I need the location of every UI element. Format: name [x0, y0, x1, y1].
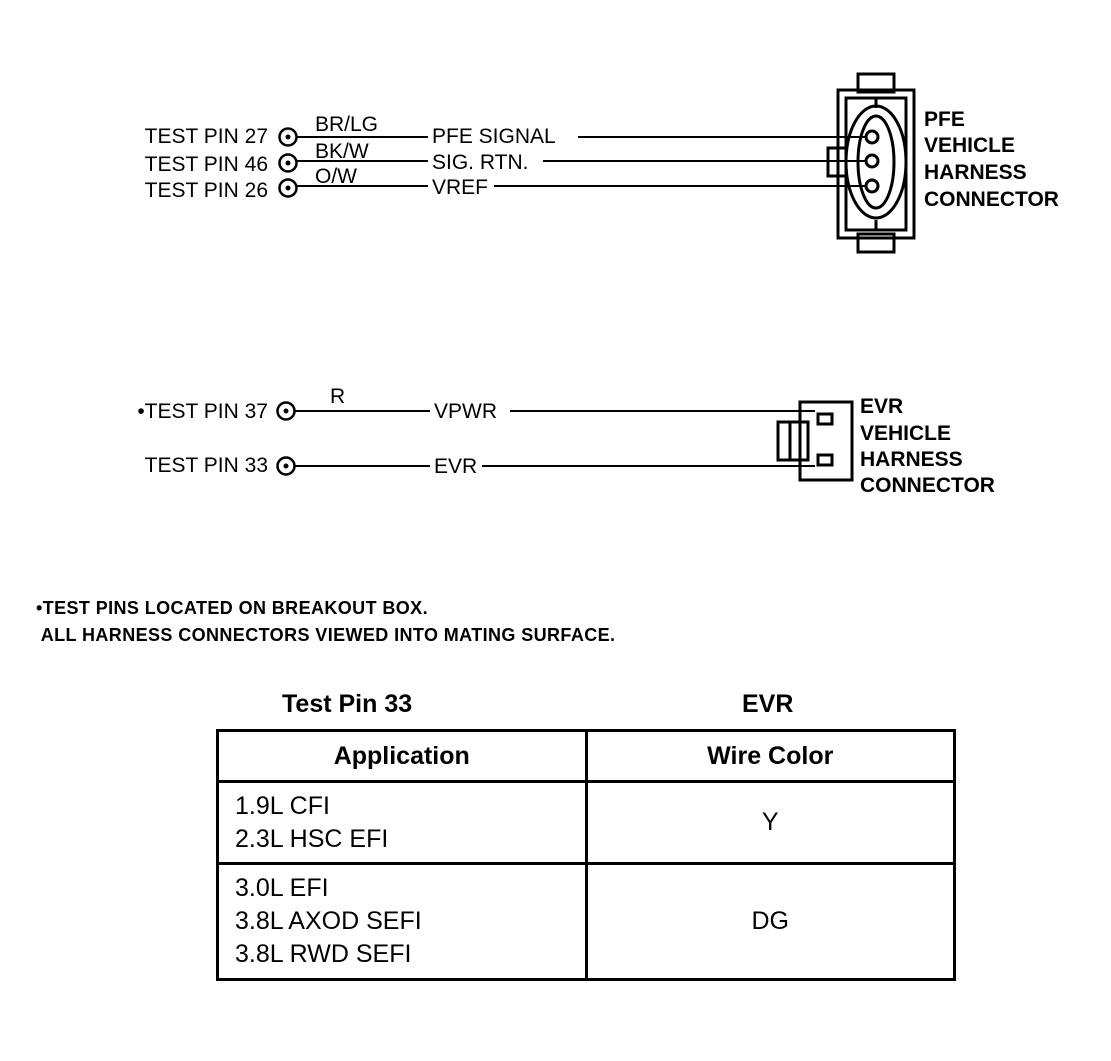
application-item: 3.8L AXOD SEFI: [235, 907, 422, 935]
evr-test-pin-33: [276, 456, 296, 476]
pfe-signal-26: VREF: [432, 176, 488, 199]
header-wire-color: Wire Color: [584, 729, 956, 783]
wiring-diagram: TEST PIN 27 BR/LG PFE SIGNAL TEST PIN 46…: [137, 72, 1059, 497]
pfe-connector-label-4: CONNECTOR: [924, 188, 1059, 211]
pin-dot: [283, 408, 289, 414]
application-item: 3.0L EFI: [235, 874, 329, 902]
table-title-right: EVR: [742, 690, 794, 718]
evr-connector-label-4: CONNECTOR: [860, 474, 995, 497]
evr-pin-label-33: TEST PIN 33: [145, 454, 268, 477]
pfe-signal-46: SIG. RTN.: [432, 151, 528, 174]
application-item: 1.9L CFI: [235, 791, 330, 820]
pfe-pin-label-26: TEST PIN 26: [145, 179, 268, 202]
evr-connector-label-2: VEHICLE: [860, 422, 951, 445]
table-header-row: Application Wire Color: [216, 729, 956, 783]
evr-wire-color-37: R: [330, 385, 345, 408]
pfe-signal-27: PFE SIGNAL: [432, 125, 556, 148]
evr-signal-37: VPWR: [434, 400, 497, 423]
pfe-wire-color-26: O/W: [315, 165, 357, 188]
pin-dot: [285, 134, 291, 140]
header-application: Application: [216, 729, 588, 783]
pfe-wire-color-46: BK/W: [315, 140, 369, 163]
pin-dot: [285, 160, 291, 166]
application-cell: 3.0L EFI 3.8L AXOD SEFI 3.8L RWD SEFI: [216, 862, 588, 981]
footnote-line-2: ALL HARNESS CONNECTORS VIEWED INTO MATIN…: [36, 625, 616, 645]
pfe-wire-color-27: BR/LG: [315, 113, 378, 136]
footnote-line-1: •TEST PINS LOCATED ON BREAKOUT BOX.: [36, 598, 428, 618]
evr-signal-33: EVR: [434, 455, 477, 478]
table-row: 3.0L EFI 3.8L AXOD SEFI 3.8L RWD SEFI DG: [216, 862, 956, 981]
pfe-test-pin-46: [278, 153, 298, 173]
table-title-left: Test Pin 33: [282, 690, 413, 718]
pfe-pin-label-46: TEST PIN 46: [145, 153, 268, 176]
pfe-test-pin-26: [278, 178, 298, 198]
application-cell: 1.9L CFI 2.3L HSC EFI: [216, 780, 588, 865]
pfe-connector-icon: [826, 72, 916, 254]
wire-color-table: Application Wire Color 1.9L CFI 2.3L HSC…: [216, 729, 956, 981]
table-row: 1.9L CFI 2.3L HSC EFI Y: [216, 780, 956, 865]
application-item: 2.3L HSC EFI: [235, 824, 389, 853]
evr-test-pin-37: [276, 401, 296, 421]
pfe-connector-label-2: VEHICLE: [924, 134, 1015, 157]
application-item: 3.8L RWD SEFI: [235, 940, 412, 968]
evr-connector-label-3: HARNESS: [860, 448, 963, 471]
pin-dot: [285, 185, 291, 191]
wire-color-cell: DG: [584, 862, 956, 981]
evr-pin-label-37: •TEST PIN 37: [137, 400, 268, 423]
pfe-pin-label-27: TEST PIN 27: [145, 125, 268, 148]
pin-dot: [283, 463, 289, 469]
pfe-connector-label-3: HARNESS: [924, 161, 1027, 184]
evr-connector-label-1: EVR: [860, 395, 903, 418]
wire-color-cell: Y: [584, 780, 956, 865]
pfe-connector-label-1: PFE: [924, 108, 965, 131]
evr-connector-icon: [776, 400, 854, 482]
